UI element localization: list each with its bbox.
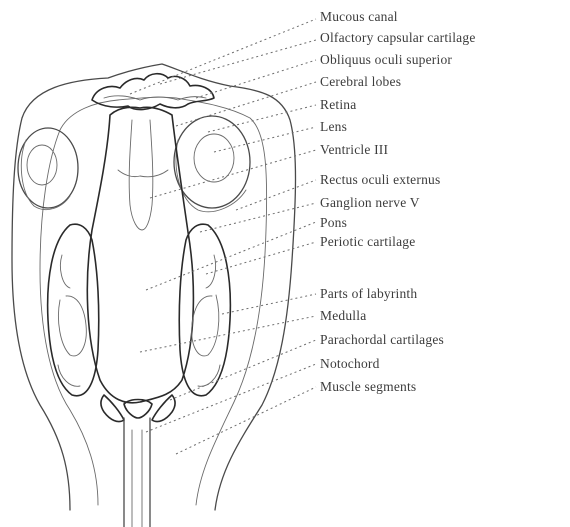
left-eye-inner (27, 145, 57, 185)
left-labyrinth-1 (58, 296, 86, 356)
label-retina: Retina (320, 97, 356, 112)
neck-column-inner (132, 430, 142, 527)
label-cerebral-lobes: Cerebral lobes (320, 74, 401, 89)
left-labyrinth-2 (60, 255, 70, 288)
label-notochord: Notochord (320, 356, 380, 371)
leader-obliquus (196, 60, 316, 98)
inner-outline (40, 97, 267, 505)
label-periotic: Periotic cartilage (320, 234, 415, 249)
outer-outline (12, 64, 296, 510)
label-ventricle-iii: Ventricle III (320, 142, 388, 157)
neck-column (124, 418, 150, 527)
label-list: Mucous canal Olfactory capsular cartilag… (320, 9, 476, 394)
leader-olfactory (160, 40, 316, 84)
label-mucous-canal: Mucous canal (320, 9, 398, 24)
label-ganglion: Ganglion nerve V (320, 195, 420, 210)
label-labyrinth: Parts of labyrinth (320, 286, 417, 301)
right-labyrinth-1 (192, 295, 219, 356)
label-medulla: Medulla (320, 308, 366, 323)
label-olfactory: Olfactory capsular cartilage (320, 30, 476, 45)
right-eye-cup (176, 140, 246, 212)
left-periotic (48, 224, 99, 396)
embryo-head-drawing (12, 64, 296, 527)
label-muscle-segments: Muscle segments (320, 379, 416, 394)
label-parachordal: Parachordal cartilages (320, 332, 444, 347)
right-eye-outer (174, 116, 250, 208)
olfactory-cap (92, 74, 214, 110)
leader-rectus (236, 180, 316, 210)
leader-notochord (146, 364, 316, 432)
right-periotic (179, 224, 230, 396)
brain-fold (118, 170, 168, 177)
right-eye-inner (194, 134, 234, 182)
label-pons: Pons (320, 215, 347, 230)
leader-lens (214, 127, 316, 152)
ventricle-iii (129, 120, 153, 230)
label-lens: Lens (320, 119, 347, 134)
leader-mucous-canal (130, 19, 316, 94)
brain-body (87, 107, 193, 403)
label-obliquus: Obliquus oculi superior (320, 52, 452, 67)
parachordal-left (101, 395, 124, 422)
label-rectus: Rectus oculi externus (320, 172, 440, 187)
leader-muscle (176, 387, 316, 454)
leader-labyrinth (222, 294, 316, 314)
right-labyrinth-2 (206, 255, 216, 288)
